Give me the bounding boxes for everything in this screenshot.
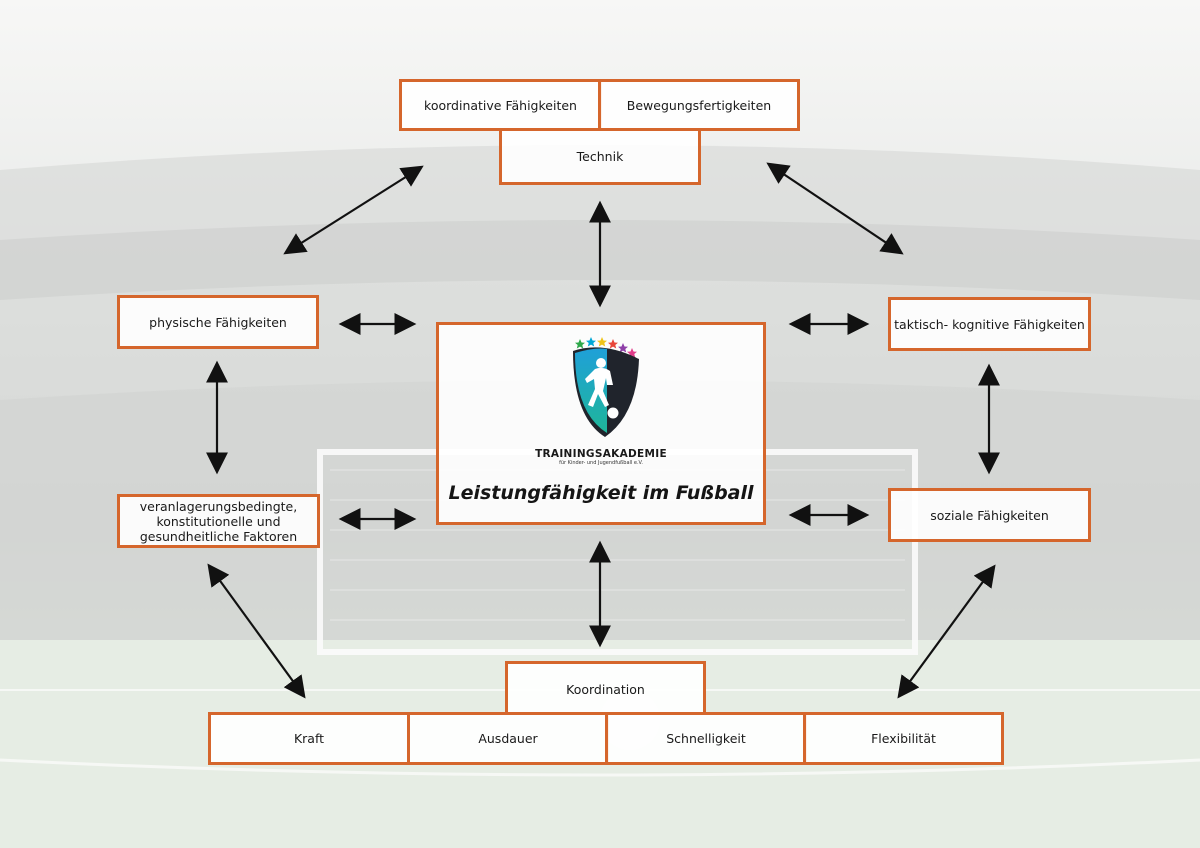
box-label: physische Fähigkeiten: [149, 314, 287, 330]
stars-icon: [575, 337, 637, 358]
box-soziale-faehigkeiten: soziale Fähigkeiten: [888, 488, 1091, 542]
box-label: soziale Fähigkeiten: [930, 507, 1049, 523]
box-line: konstitutionelle und: [156, 513, 281, 529]
box-schnelligkeit: Schnelligkeit: [605, 712, 807, 765]
box-line: veranlagerungsbedingte,: [139, 498, 298, 514]
box-koordination: Koordination: [505, 661, 706, 715]
box-technik: Technik: [499, 131, 701, 185]
academy-logo: [573, 337, 639, 437]
box-bewegungsfertigkeiten: Bewegungsfertigkeiten: [598, 79, 800, 131]
diagram-title: Leistungfähigkeit im Fußball: [448, 482, 754, 504]
org-name: TRAININGSAKADEMIE: [535, 448, 667, 460]
box-kraft: Kraft: [208, 712, 410, 765]
box-koordinative-faehigkeiten: koordinative Fähigkeiten: [399, 79, 602, 131]
player-icon: [585, 358, 619, 419]
box-label: taktisch- kognitive Fähigkeiten: [894, 316, 1085, 332]
box-line: gesundheitliche Faktoren: [139, 528, 298, 544]
box-label: koordinative Fähigkeiten: [424, 97, 577, 113]
box-faktoren: veranlagerungsbedingte, konstitutionelle…: [117, 494, 320, 548]
box-physische-faehigkeiten: physische Fähigkeiten: [117, 295, 319, 349]
box-label: Schnelligkeit: [666, 731, 746, 746]
box-ausdauer: Ausdauer: [407, 712, 609, 765]
box-taktisch-kognitive-faehigkeiten: taktisch- kognitive Fähigkeiten: [888, 297, 1091, 351]
box-label: Bewegungsfertigkeiten: [626, 97, 772, 113]
box-label: Kraft: [293, 731, 325, 746]
box-flexibilitaet: Flexibilität: [803, 712, 1004, 765]
box-label: Koordination: [566, 682, 645, 697]
box-label: Flexibilität: [871, 731, 936, 746]
box-label: Ausdauer: [478, 731, 538, 746]
box-label: Technik: [576, 149, 624, 164]
org-tagline: für Kinder- und Jugendfußball e.V.: [559, 460, 643, 466]
